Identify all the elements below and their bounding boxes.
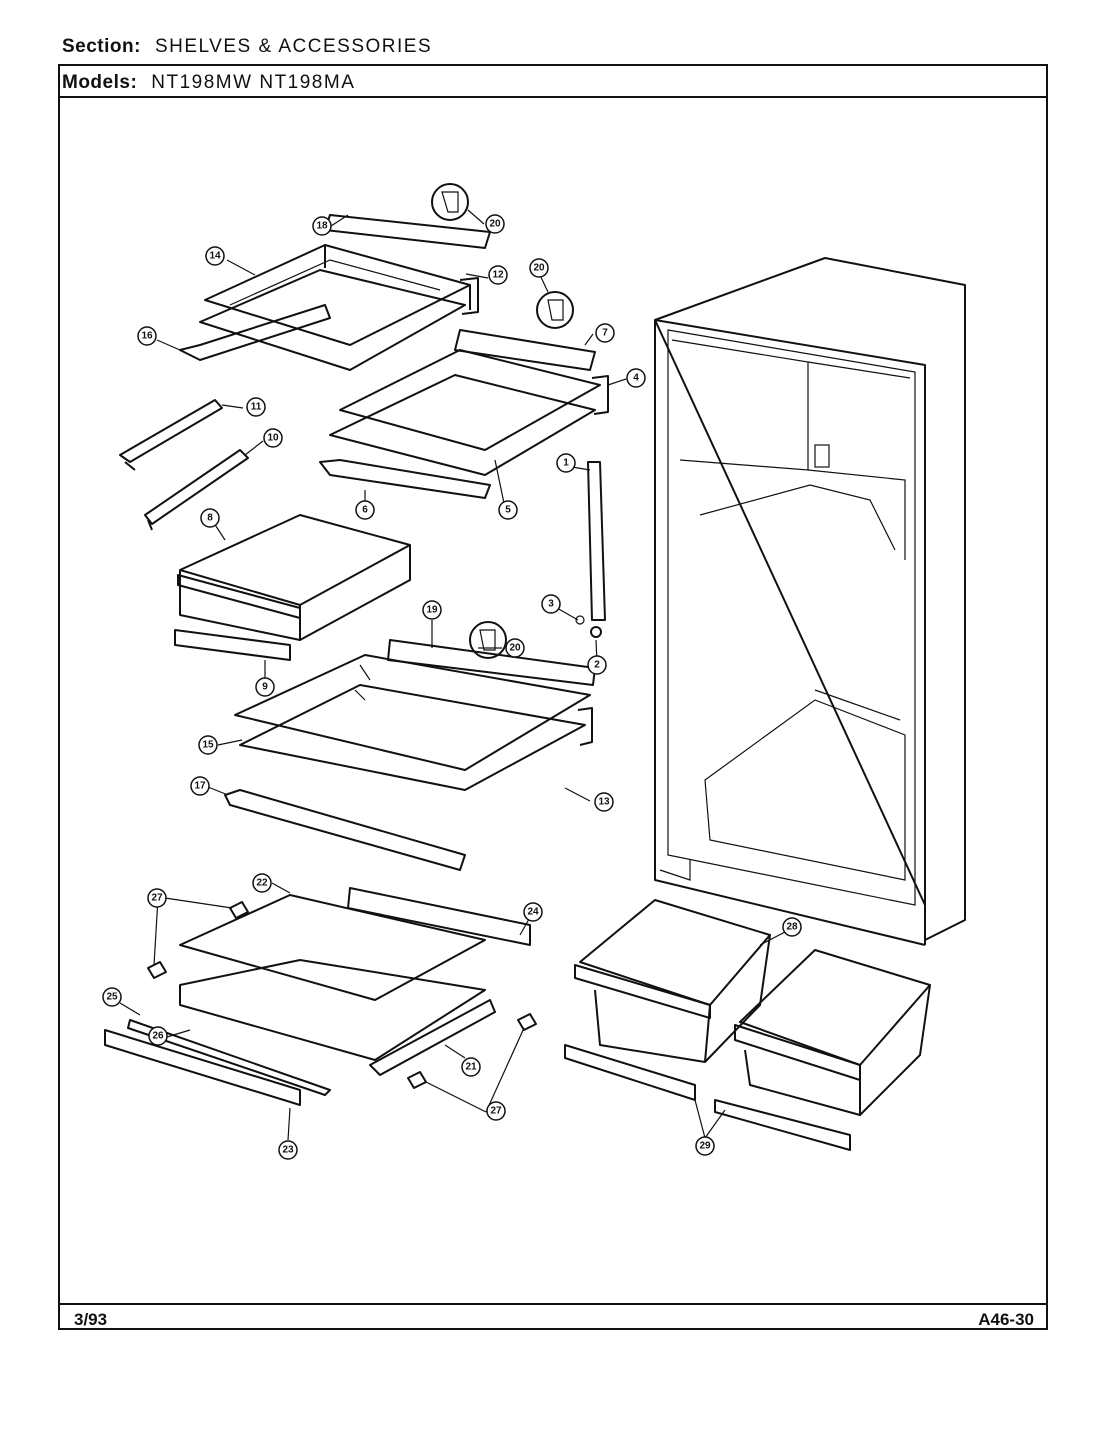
- header-divider: [58, 96, 1048, 98]
- svg-text:11: 11: [251, 402, 262, 413]
- models-header: Models: NT198MW NT198MA: [62, 72, 355, 94]
- cap-2: [590, 626, 602, 638]
- svg-text:29: 29: [699, 1141, 711, 1152]
- clip-27-c: [517, 1013, 537, 1031]
- svg-text:5: 5: [505, 505, 511, 516]
- callout-13: 13: [594, 792, 614, 812]
- svg-text:25: 25: [106, 992, 118, 1003]
- svg-text:7: 7: [602, 328, 608, 339]
- svg-text:10: 10: [267, 433, 279, 444]
- callout-21: 21: [461, 1057, 481, 1077]
- callout-20-lower: 20: [505, 638, 525, 658]
- svg-text:8: 8: [207, 513, 213, 524]
- svg-text:22: 22: [256, 878, 268, 889]
- callout-4: 4: [626, 368, 646, 388]
- top-trim-18: [324, 214, 491, 249]
- svg-text:26: 26: [152, 1031, 164, 1042]
- large-shelf: [224, 639, 596, 871]
- clip-27-d: [407, 1071, 427, 1089]
- callout-5: 5: [498, 500, 518, 520]
- section-label: Section:: [62, 36, 141, 57]
- clip-27-b: [147, 961, 167, 979]
- svg-text:12: 12: [492, 270, 504, 281]
- svg-text:24: 24: [527, 907, 539, 918]
- callout-23: 23: [278, 1140, 298, 1160]
- clip-20-lower: [469, 621, 507, 659]
- svg-text:20: 20: [533, 263, 545, 274]
- callout-18: 18: [312, 216, 332, 236]
- svg-text:15: 15: [202, 740, 214, 751]
- callout-28: 28: [782, 917, 802, 937]
- callout-29: 29: [695, 1136, 715, 1156]
- page-frame: [58, 64, 1048, 1330]
- clip-20-mid: [536, 291, 574, 329]
- svg-text:20: 20: [509, 643, 521, 654]
- callout-16: 16: [137, 326, 157, 346]
- svg-text:16: 16: [141, 331, 153, 342]
- models-value: NT198MW NT198MA: [151, 72, 356, 93]
- clip-27-a: [229, 901, 249, 919]
- callout-10: 10: [263, 428, 283, 448]
- diagram-code: A46-30: [978, 1310, 1034, 1329]
- callout-15: 15: [198, 735, 218, 755]
- callout-25: 25: [102, 987, 122, 1007]
- leader-lines: [119, 209, 786, 1141]
- svg-text:17: 17: [194, 781, 206, 792]
- svg-text:27: 27: [151, 893, 163, 904]
- callout-24: 24: [523, 902, 543, 922]
- callout-6: 6: [355, 500, 375, 520]
- svg-text:20: 20: [489, 219, 501, 230]
- svg-text:28: 28: [786, 922, 798, 933]
- svg-text:27: 27: [490, 1106, 502, 1117]
- models-label: Models:: [62, 72, 138, 93]
- callout-19: 19: [422, 600, 442, 620]
- callout-7: 7: [595, 323, 615, 343]
- svg-text:6: 6: [362, 505, 368, 516]
- svg-text:3: 3: [548, 599, 554, 610]
- svg-text:1: 1: [563, 458, 569, 469]
- svg-text:13: 13: [598, 797, 610, 808]
- callout-22: 22: [252, 873, 272, 893]
- svg-text:23: 23: [282, 1145, 294, 1156]
- crisper-bin-right: [714, 949, 931, 1151]
- crisper-bin-left: [564, 899, 771, 1101]
- revision-date: 3/93: [74, 1310, 108, 1329]
- callout-20-mid: 20: [529, 258, 549, 278]
- callout-27-bottom: 27: [486, 1101, 506, 1121]
- callout-9: 9: [255, 677, 275, 697]
- callout-2: 2: [587, 655, 607, 675]
- footer-divider: [58, 1303, 1048, 1305]
- rail-11: [119, 399, 223, 471]
- callout-14: 14: [205, 246, 225, 266]
- support-rail-1: [587, 461, 606, 621]
- section-value: SHELVES & ACCESSORIES: [154, 36, 433, 57]
- callout-26: 26: [148, 1026, 168, 1046]
- section-header: Section: SHELVES & ACCESSORIES: [62, 36, 432, 58]
- meat-drawer: [174, 514, 411, 661]
- callout-8: 8: [200, 508, 220, 528]
- callout-20-top: 20: [485, 214, 505, 234]
- screw-3: [575, 615, 585, 625]
- rail-10: [144, 449, 249, 531]
- crisper-cover: [104, 887, 531, 1106]
- callout-27-top: 27: [147, 888, 167, 908]
- callout-1: 1: [556, 453, 576, 473]
- callout-3: 3: [541, 594, 561, 614]
- middle-right-shelf: [319, 329, 609, 499]
- callout-11: 11: [246, 397, 266, 417]
- callout-17: 17: [190, 776, 210, 796]
- svg-text:2: 2: [594, 660, 600, 671]
- svg-text:4: 4: [633, 373, 639, 384]
- svg-text:14: 14: [209, 251, 221, 262]
- svg-text:19: 19: [426, 605, 438, 616]
- svg-text:21: 21: [465, 1062, 477, 1073]
- svg-text:9: 9: [262, 682, 268, 693]
- refrigerator-cabinet: [654, 257, 966, 946]
- upper-left-shelf: [179, 244, 479, 371]
- svg-text:18: 18: [316, 221, 328, 232]
- callout-12: 12: [488, 265, 508, 285]
- clip-20-top: [431, 183, 469, 221]
